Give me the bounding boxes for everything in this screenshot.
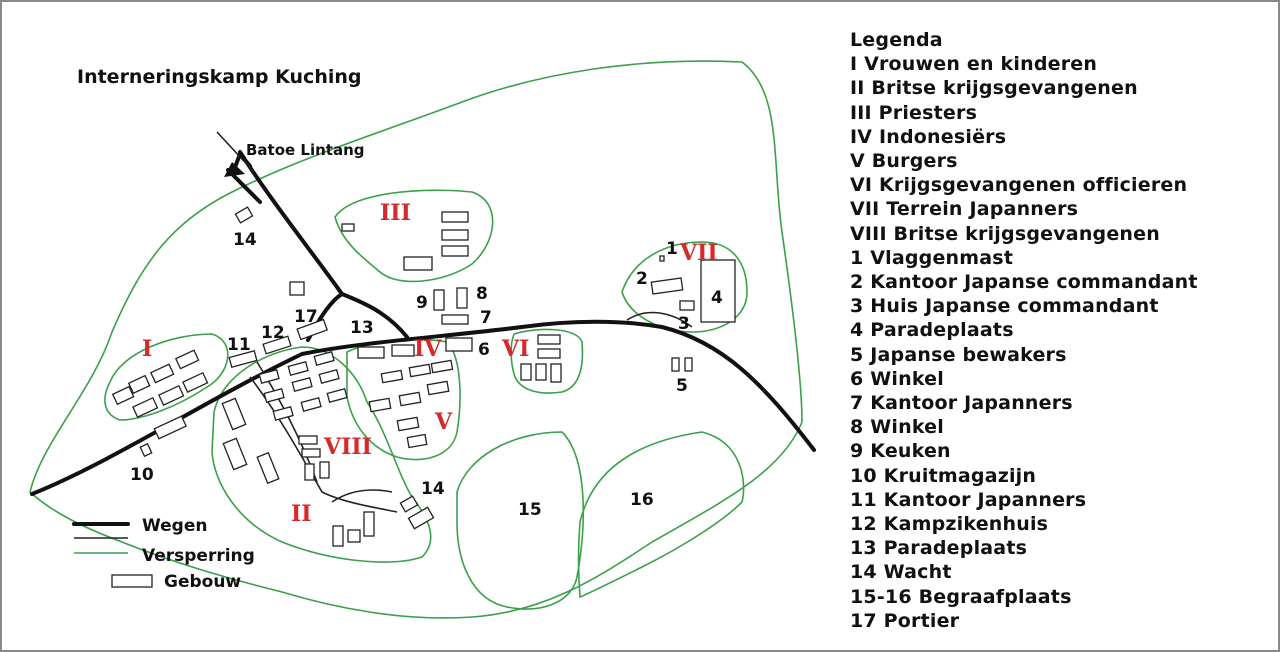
legend-item: 13 Paradeplaats <box>850 537 1028 560</box>
area-label-iv: IV <box>414 336 442 362</box>
number-label-4: 4 <box>711 288 723 308</box>
buildings-viii-ii <box>221 351 435 547</box>
area-label-viii: VIII <box>323 434 372 460</box>
legend-item: VII Terrein Japanners <box>850 198 1079 221</box>
legend-heading: Legenda <box>850 29 943 51</box>
key-building-label: Gebouw <box>164 572 241 592</box>
number-label-7: 7 <box>480 308 492 328</box>
number-label-10: 10 <box>130 465 154 485</box>
arrow-shaft <box>226 168 262 204</box>
legend-item: III Priesters <box>850 101 978 124</box>
direction-label: Batoe Lintang <box>246 141 365 159</box>
legend-item: IV Indonesiërs <box>850 125 1007 148</box>
buildings-iv-v <box>357 337 473 449</box>
number-label-13: 13 <box>350 318 374 338</box>
key-building-swatch <box>111 574 153 588</box>
legend-item: 8 Winkel <box>850 416 944 439</box>
outer-fence <box>29 60 803 619</box>
legend-item: 7 Kantoor Japanners <box>850 392 1073 415</box>
number-label-17: 17 <box>294 307 318 327</box>
area-label-vi: VI <box>501 336 529 362</box>
buildings-vii <box>650 255 736 372</box>
enclosure-vi <box>510 328 584 394</box>
legend-item: 5 Japanse bewakers <box>850 343 1067 366</box>
legend-item: 12 Kampzikenhuis <box>850 513 1049 536</box>
legend-item: 6 Winkel <box>850 367 944 390</box>
area-label-vii: VII <box>679 240 718 266</box>
legend-item: I Vrouwen en kinderen <box>850 53 1098 76</box>
building <box>296 318 329 341</box>
legend-item: 11 Kantoor Japanners <box>850 488 1087 511</box>
buildings-iii <box>341 211 469 271</box>
number-label-14-top: 14 <box>233 230 257 250</box>
buildings-9-8-7 <box>433 287 469 325</box>
number-label-14-bottom: 14 <box>421 479 445 499</box>
number-label-16: 16 <box>630 490 654 510</box>
enclosure-iii <box>334 189 494 283</box>
number-label-5: 5 <box>676 376 688 396</box>
legend-item: 10 Kruitmagazijn <box>850 464 1037 487</box>
cemetery-16 <box>577 431 745 599</box>
number-label-12: 12 <box>261 323 285 343</box>
map-title: Interneringskamp Kuching <box>77 66 361 88</box>
number-label-15: 15 <box>518 500 542 520</box>
buildings-i <box>111 349 209 458</box>
key-roads-label: Wegen <box>142 516 207 536</box>
building <box>228 350 258 368</box>
legend-item: 2 Kantoor Japanse commandant <box>850 271 1198 294</box>
number-label-11: 11 <box>227 335 251 355</box>
key-barrier-label: Versperring <box>142 546 255 566</box>
building <box>289 281 305 296</box>
legend-item: 15-16 Begraafplaats <box>850 585 1072 608</box>
road-to-batoe-lintang <box>238 150 344 296</box>
legend-item: 3 Huis Japanse commandant <box>850 295 1159 318</box>
legend-item: II Britse krijgsgevangenen <box>850 77 1138 100</box>
number-label-3: 3 <box>678 314 690 334</box>
number-label-2: 2 <box>636 269 648 289</box>
cemetery-15 <box>456 431 585 610</box>
number-label-1: 1 <box>666 239 678 259</box>
number-label-6: 6 <box>478 340 490 360</box>
area-label-iii: III <box>380 200 411 226</box>
area-label-v: V <box>434 409 453 435</box>
number-label-8: 8 <box>476 284 488 304</box>
building <box>234 206 254 224</box>
legend: Legenda I Vrouwen en kinderen II Britse … <box>850 28 1270 633</box>
buildings-vi <box>520 334 562 383</box>
number-label-9: 9 <box>416 293 428 313</box>
legend-item: VI Krijgsgevangenen officieren <box>850 174 1188 197</box>
legend-item: V Burgers <box>850 150 958 173</box>
legend-item: 9 Keuken <box>850 440 951 463</box>
path-viii-a <box>249 376 398 513</box>
legend-item: 17 Portier <box>850 609 960 632</box>
legend-item: 1 Vlaggenmast <box>850 246 1014 269</box>
building <box>262 335 292 355</box>
legend-item: 14 Wacht <box>850 561 952 584</box>
legend-item: VIII Britse krijgsgevangenen <box>850 222 1160 245</box>
enclosure-i <box>104 333 229 421</box>
camp-map: Interneringskamp Kuching Batoe Lintang I… <box>29 60 816 619</box>
arrow-pointer <box>216 131 255 173</box>
path-vii <box>626 311 693 328</box>
path-viii-c <box>331 489 393 503</box>
area-label-i: I <box>142 336 152 362</box>
area-label-ii: II <box>291 501 312 527</box>
legend-item: 4 Paradeplaats <box>850 319 1014 342</box>
